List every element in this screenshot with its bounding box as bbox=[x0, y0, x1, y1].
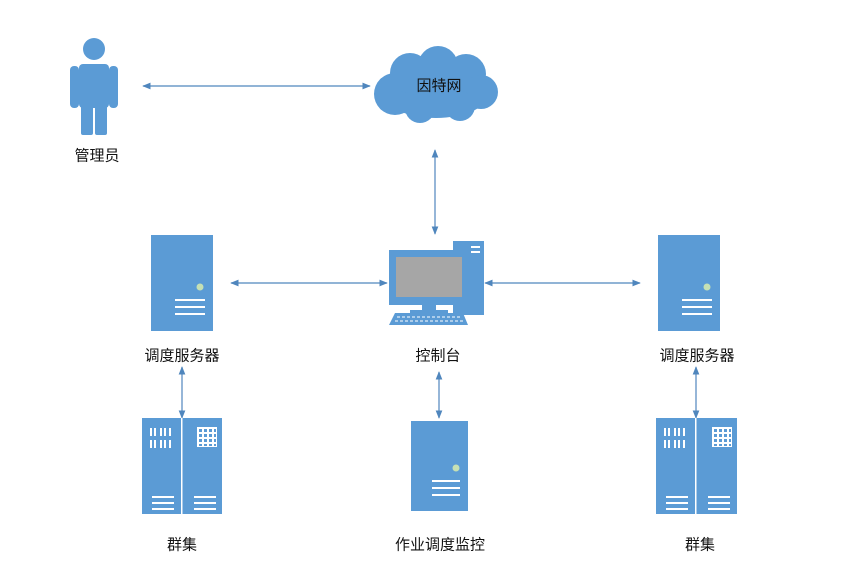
server-icon-left bbox=[151, 235, 213, 331]
desktop-computer-icon bbox=[389, 241, 484, 325]
cloud-icon bbox=[374, 46, 498, 123]
cluster-left-label: 群集 bbox=[167, 536, 197, 554]
cluster-rack-icon-right bbox=[656, 418, 737, 514]
job-monitor-label: 作业调度监控 bbox=[395, 536, 485, 554]
server-icon-job-monitor bbox=[411, 421, 468, 511]
scheduler-right-label: 调度服务器 bbox=[659, 347, 734, 365]
cluster-rack-icon-left bbox=[142, 418, 222, 514]
admin-label: 管理员 bbox=[74, 147, 119, 165]
scheduler-left-label: 调度服务器 bbox=[144, 347, 219, 365]
internet-label: 因特网 bbox=[416, 77, 461, 95]
cluster-right-label: 群集 bbox=[685, 536, 715, 554]
server-icon-right bbox=[658, 235, 720, 331]
person-icon bbox=[70, 38, 118, 135]
console-label: 控制台 bbox=[415, 347, 460, 365]
